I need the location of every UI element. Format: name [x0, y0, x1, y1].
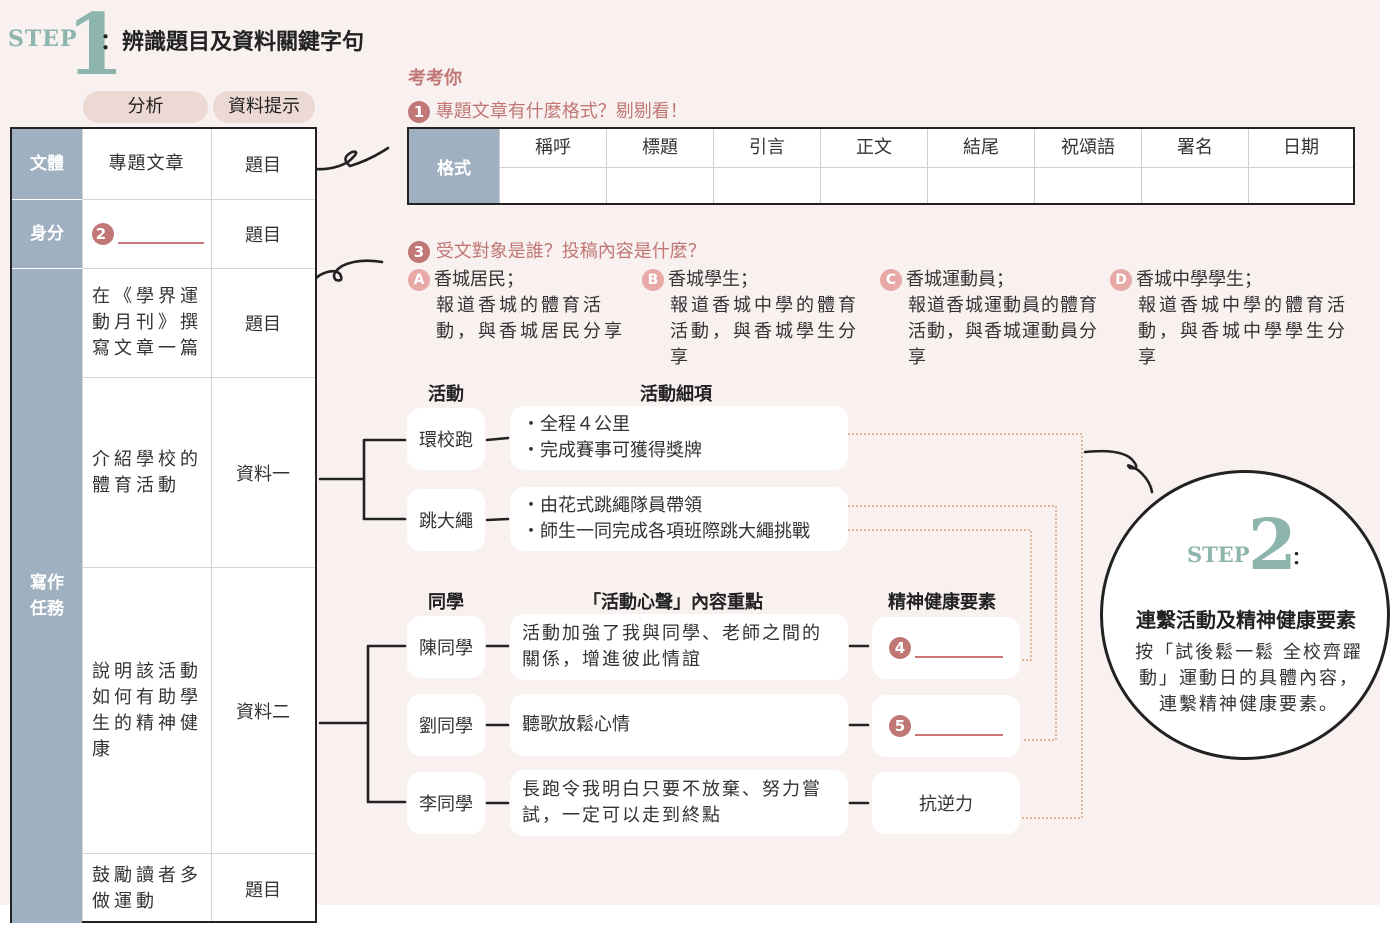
option-a-body: 報道香城的體育活動，與香城居民分享 [436, 295, 625, 342]
step2-number: 2 [1248, 503, 1297, 586]
option-letter-a: A [408, 269, 430, 291]
row-label-genre: 文體 [12, 129, 82, 199]
task-row-1-content: 在《學界運動月刊》撰寫文章一篇 [92, 286, 202, 359]
detail-line: ・完成賽事可獲得獎牌 [522, 440, 702, 461]
header-activity-detail: 活動細項 [640, 384, 712, 405]
detail-line: ・師生一同完成各項班際跳大繩挑戰 [522, 521, 810, 542]
dotted-link-run [848, 433, 1083, 819]
question-3-badge: 3 [408, 241, 430, 263]
student-name: 李同學 [407, 772, 485, 834]
format-col[interactable]: 祝頌語 [1034, 129, 1141, 203]
step1-label: STEP [8, 26, 78, 52]
format-col[interactable]: 標題 [606, 129, 713, 203]
format-col[interactable]: 日期 [1248, 129, 1353, 203]
option-d-body: 報道香城中學的體育活動，與香城中學學生分享 [1138, 295, 1348, 368]
task-row-3-content: 說明該活動如何有助學生的精神健康 [92, 660, 202, 760]
header-activity: 活動 [428, 384, 464, 405]
row-label-identity: 身分 [12, 200, 82, 268]
answer-blank-4[interactable] [915, 656, 1003, 658]
task-row-4-hint: 題目 [245, 879, 281, 901]
activity-name: 環校跑 [407, 408, 485, 470]
answer-blank-5[interactable] [915, 734, 1003, 736]
genre-content: 專題文章 [108, 153, 185, 174]
option-letter-d: D [1110, 269, 1132, 291]
spirit-blank-4[interactable]: 4 [872, 617, 1020, 679]
hint-pill: 資料提示 [213, 91, 315, 123]
format-col[interactable]: 署名 [1141, 129, 1248, 203]
task-row-2-content: 介紹學校的體育活動 [92, 448, 202, 496]
dotted-link-rope-2 [848, 529, 1032, 661]
scribble-link-2 [301, 259, 384, 314]
student-name: 陳同學 [407, 616, 485, 678]
option-c-head: 香城運動員； [906, 269, 1014, 290]
student-point: 活動加強了我與同學、老師之間的關係，增進彼此情誼 [510, 614, 848, 680]
task-row-4-content: 鼓勵讀者多做運動 [92, 864, 202, 912]
step1-number: 1 [66, 0, 125, 94]
activity-detail-box: ・由花式跳繩隊員帶領 ・師生一同完成各項班際跳大繩挑戰 [510, 487, 848, 551]
spirit-blank-5[interactable]: 5 [872, 695, 1020, 757]
option-letter-c: C [880, 269, 902, 291]
detail-line: ・全程４公里 [522, 414, 630, 435]
bracket-activities [318, 438, 407, 521]
header-spirit: 精神健康要素 [888, 592, 996, 613]
format-col[interactable]: 稱呼 [499, 129, 606, 203]
question-3: 3 受文對象是誰？投稿內容是什麼？ [408, 237, 706, 263]
option-b-head: 香城學生； [668, 269, 758, 290]
analysis-pill: 分析 [83, 91, 208, 123]
task-row-2-hint: 資料一 [236, 463, 290, 485]
step2-colon: ： [1292, 548, 1310, 569]
identity-blank: 2 [82, 200, 211, 268]
format-col[interactable]: 正文 [820, 129, 927, 203]
option-a-head: 香城居民； [434, 269, 524, 290]
option-b-body: 報道香城中學的體育活動，與香城學生分享 [670, 295, 859, 368]
task-row-3-hint: 資料二 [236, 701, 290, 723]
step2-label: STEP [1187, 542, 1250, 567]
format-col[interactable]: 引言 [713, 129, 820, 203]
row-label-task: 寫作 任務 [12, 269, 82, 923]
format-table: 格式 稱呼 標題 引言 正文 結尾 祝頌語 署名 日期 [407, 127, 1355, 205]
question-2-badge: 2 [92, 223, 114, 245]
genre-hint: 題目 [245, 155, 281, 176]
dotted-link-rope [848, 505, 1057, 741]
bracket-students [318, 644, 407, 804]
step2-title: 連繫活動及精神健康要素 [1136, 608, 1356, 632]
step1-title: ：辨識題目及資料關鍵字句 [100, 29, 365, 55]
identity-hint: 題目 [245, 225, 281, 246]
answer-blank-2[interactable] [118, 242, 204, 244]
option-c-body: 報道香城運動員的體育活動，與香城運動員分享 [908, 295, 1098, 368]
scribble-link-1 [305, 146, 390, 171]
step2-description: 按「試後鬆一鬆 全校齊躍動」運動日的具體內容，連繫精神健康要素。 [1135, 642, 1363, 715]
student-point: 聽歌放鬆心情 [510, 694, 848, 756]
scribble-link-3 [1083, 449, 1154, 494]
detail-line: ・由花式跳繩隊員帶領 [522, 495, 702, 516]
student-name: 劉同學 [407, 694, 485, 756]
question-1-text: 專題文章有什麼格式？剔剔看！ [435, 101, 688, 122]
question-4-badge: 4 [889, 637, 911, 659]
header-points: 「活動心聲」內容重點 [583, 592, 763, 613]
question-5-badge: 5 [889, 715, 911, 737]
step2-circle [1100, 470, 1390, 760]
question-1: 1 專題文章有什麼格式？剔剔看！ [408, 97, 688, 123]
header-student: 同學 [428, 592, 464, 613]
task-row-1-hint: 題目 [245, 314, 281, 335]
format-col[interactable]: 結尾 [927, 129, 1034, 203]
question-1-badge: 1 [408, 101, 430, 123]
analysis-table: 文體 身分 寫作 任務 專題文章 題目 2 題目 在《學界運動月刊》撰寫文章一篇… [10, 127, 317, 923]
activity-name: 跳大繩 [407, 489, 485, 551]
quiz-title: 考考你 [408, 68, 462, 89]
spirit-answer: 抗逆力 [872, 772, 1020, 834]
student-point: 長跑令我明白只要不放棄、努力嘗試，一定可以走到終點 [510, 770, 848, 836]
activity-detail-box: ・全程４公里 ・完成賽事可獲得獎牌 [510, 406, 848, 470]
format-label: 格式 [409, 129, 499, 203]
option-d-head: 香城中學學生； [1136, 269, 1262, 290]
question-3-text: 受文對象是誰？投稿內容是什麼？ [435, 241, 706, 262]
option-letter-b: B [642, 269, 664, 291]
